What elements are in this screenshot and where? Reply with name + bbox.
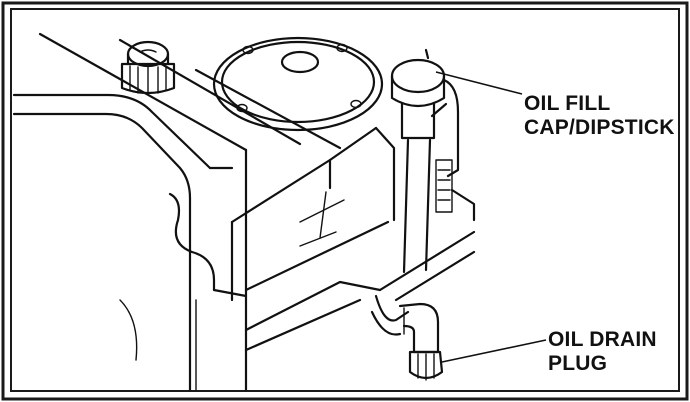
- inner-frame: [10, 8, 680, 392]
- oil-fill-label-line2: CAP/DIPSTICK: [524, 116, 675, 139]
- oil-drain-label-line2: PLUG: [548, 352, 607, 375]
- oil-drain-label-line1: OIL DRAIN: [548, 328, 657, 351]
- oil-fill-label-line1: OIL FILL: [524, 92, 610, 115]
- oil-fill-leader-line: [435, 71, 523, 95]
- oil-drain-leader-line: [441, 339, 547, 363]
- top-cap: [120, 40, 176, 95]
- engine-base: [212, 280, 382, 352]
- oil-fill-cap-dipstick: [378, 48, 476, 302]
- access-plate: [212, 36, 384, 132]
- oil-drain-plug: [370, 294, 444, 381]
- center-panel: [230, 126, 396, 302]
